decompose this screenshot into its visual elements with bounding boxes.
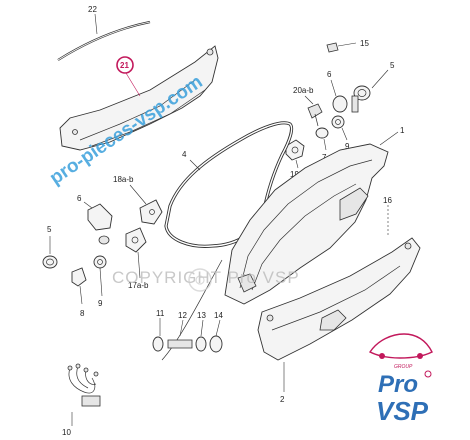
leader-22 [94, 13, 98, 35]
cable-arc [161, 259, 223, 361]
part-7-bushing[interactable] [315, 127, 329, 139]
label-4: 4 [182, 150, 187, 159]
label-9-right: 9 [345, 142, 350, 151]
part-21-upper-trim[interactable] [59, 45, 219, 151]
label-15: 15 [360, 39, 369, 48]
brand-pro: Pro [378, 371, 418, 398]
label-22: 22 [88, 5, 97, 14]
car-silhouette-icon [368, 333, 433, 359]
part-17-striker[interactable] [125, 227, 147, 253]
label-17: 17a-b [128, 281, 149, 290]
part-6-bumpstop-right[interactable] [332, 95, 348, 113]
label-21: 21 [120, 61, 129, 70]
watermark-copyright: COPYRIGHT Pro VSP [112, 268, 300, 287]
brand-group: GROUP [394, 364, 413, 370]
label-1: 1 [400, 126, 405, 135]
part-6-bumpstop-left[interactable] [87, 203, 113, 231]
label-18: 18a-b [113, 175, 134, 184]
part-9-nut-right[interactable] [331, 115, 345, 129]
part-18-hinge[interactable] [139, 199, 163, 225]
part-12-bolt[interactable] [167, 339, 193, 349]
label-11: 11 [156, 309, 165, 318]
part-22-rod[interactable] [57, 20, 151, 61]
brand-vsp: VSP [376, 396, 429, 426]
label-20: 20a-b [293, 86, 314, 95]
label-8: 8 [80, 309, 85, 318]
part-1-tailgate-frame[interactable] [224, 143, 389, 305]
label-16: 16 [383, 196, 392, 205]
part-10-harness[interactable] [67, 363, 101, 407]
part-8-buffer[interactable] [71, 267, 87, 287]
label-12: 12 [178, 311, 187, 320]
part-20-stud[interactable] [307, 103, 323, 119]
label-2: 2 [280, 395, 285, 404]
part-13-spacer[interactable] [195, 336, 207, 352]
part-2-lower-trim[interactable] [257, 237, 421, 361]
part-15-clip[interactable] [326, 42, 339, 53]
label-14: 14 [214, 311, 223, 320]
part-5-grommet-left[interactable] [42, 255, 58, 269]
label-13: 13 [197, 311, 206, 320]
part-19-bracket[interactable] [285, 139, 305, 161]
label-10: 10 [62, 428, 71, 437]
label-6-right: 6 [327, 70, 332, 79]
part-9-nut-left[interactable] [93, 255, 107, 269]
part-11-washer[interactable] [152, 336, 164, 352]
label-6-left: 6 [77, 194, 82, 203]
label-5-right: 5 [390, 61, 395, 70]
label-5-left: 5 [47, 225, 52, 234]
label-9-left: 9 [98, 299, 103, 308]
highlight-21-circle [116, 56, 134, 74]
brand-logo: GROUP Pro VSP [368, 333, 433, 426]
part-14-bushing[interactable] [209, 335, 223, 353]
